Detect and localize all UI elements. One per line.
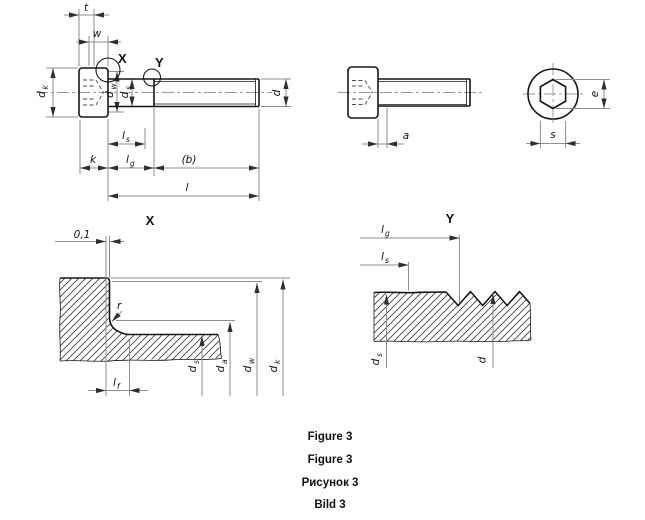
hex-socket: [539, 78, 567, 110]
label-t: t: [84, 2, 89, 14]
shank-outline: [378, 78, 471, 107]
dim-ls: l s: [108, 130, 145, 147]
dim-e: e: [556, 79, 610, 109]
label-lg-sub: g: [385, 229, 390, 238]
dim-t: t: [64, 2, 109, 66]
detail-y-title: Y: [446, 211, 455, 226]
detail-y-marker: Y: [155, 55, 164, 70]
label-dk-base: d: [268, 365, 280, 372]
label-tolerance: 0,1: [74, 229, 91, 241]
end-view: e s: [523, 63, 610, 148]
label-ds-base: d: [370, 358, 382, 365]
dim-dk-detail: d k: [268, 279, 286, 396]
detail-y-circle: [142, 68, 162, 87]
head-circle: [527, 68, 579, 120]
dim-ds: d s: [119, 79, 135, 107]
detail-x-circle: [95, 57, 121, 83]
label-lg-sub: g: [130, 159, 135, 168]
label-lg-base: l: [381, 224, 384, 236]
screw-head-outline: [347, 66, 379, 119]
dim-ds-detail: d s: [187, 336, 205, 396]
detail-y-view: Y l g l s d s: [360, 211, 532, 368]
head-section-outline: [60, 277, 218, 336]
shank-outline: [108, 78, 260, 108]
label-ds-sub: s: [375, 353, 384, 357]
label-da-sub: a: [220, 359, 229, 364]
dim-da-detail: d a: [215, 322, 233, 396]
dim-tolerance: 0,1: [55, 229, 124, 396]
figure-captions: Figure 3 Figure 3 Рисунок 3 Bild 3: [302, 431, 359, 511]
caption-en-2: Figure 3: [308, 454, 353, 466]
caption-de: Bild 3: [314, 499, 345, 511]
dim-l: l: [108, 182, 259, 199]
label-l: l: [186, 182, 189, 194]
label-a: a: [403, 130, 409, 142]
label-s: s: [550, 129, 556, 141]
dim-d: d: [261, 78, 291, 107]
label-ls-sub: s: [126, 135, 130, 144]
break-line-right: [217, 334, 222, 359]
label-lf-sub: f: [117, 382, 121, 391]
label-dk-base: d: [36, 91, 48, 98]
caption-en-1: Figure 3: [308, 431, 353, 443]
socket-hidden-lines: [352, 80, 373, 105]
label-ls-base: l: [381, 251, 384, 263]
socket-hidden-lines: [83, 79, 104, 106]
label-dw-sub: w: [247, 357, 256, 364]
dim-ds-detail-y: d s: [370, 294, 390, 368]
label-da-base: d: [215, 365, 227, 372]
break-line-right: [529, 303, 532, 341]
label-dw-base: d: [104, 91, 116, 98]
label-d: d: [477, 356, 489, 363]
label-lf-base: l: [113, 377, 116, 389]
label-k: k: [90, 154, 97, 166]
dim-lg: l g: [108, 154, 154, 171]
dim-dw-detail: d w: [242, 283, 260, 396]
dim-k: k: [80, 154, 108, 171]
detail-x-view: X 0,1 r d s: [55, 213, 290, 396]
break-line-bottom: [373, 339, 532, 343]
break-line-bottom: [59, 358, 222, 362]
label-r: r: [117, 300, 122, 312]
label-ds-sub: s: [124, 86, 133, 90]
detail-x-title: X: [146, 213, 155, 228]
front-side-view: a: [338, 66, 484, 148]
label-dw-base: d: [242, 365, 254, 372]
label-dw-sub: w: [109, 83, 118, 90]
screw-head-outline: [78, 67, 109, 118]
label-b: (b): [182, 154, 197, 166]
label-ls-sub: s: [385, 256, 389, 265]
dim-r: r: [111, 300, 123, 322]
dim-ls-detail: l s: [360, 251, 409, 291]
dim-lf: l f: [88, 340, 148, 396]
dim-lg-detail: l g: [360, 224, 460, 303]
label-ls-base: l: [122, 130, 125, 142]
thread-profile: [373, 290, 531, 307]
label-ds-base: d: [187, 365, 199, 372]
dim-b: (b): [154, 154, 259, 171]
label-dk-sub: k: [41, 85, 50, 90]
dim-w: w: [76, 28, 121, 66]
dim-d-detail-y: d: [477, 294, 496, 368]
thread-section-hatch: [374, 291, 531, 342]
break-line-left: [59, 277, 61, 362]
dim-dk: d k: [36, 67, 78, 118]
head-section-hatch: [60, 278, 222, 362]
label-lg-base: l: [126, 154, 129, 166]
dim-s: s: [526, 121, 580, 148]
detail-x-marker: X: [118, 51, 127, 66]
dim-a: a: [362, 107, 409, 148]
label-ds-base: d: [119, 91, 131, 98]
label-w: w: [93, 28, 102, 40]
caption-ru: Рисунок 3: [302, 477, 359, 489]
label-ds-sub: s: [192, 360, 201, 364]
label-dk-sub: k: [273, 359, 282, 364]
label-d: d: [271, 89, 283, 96]
label-e: e: [589, 91, 601, 97]
main-side-view: t w d k d w: [36, 2, 291, 201]
